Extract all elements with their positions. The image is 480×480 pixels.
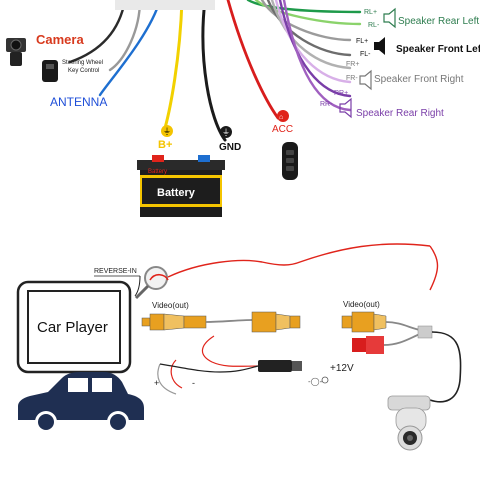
speaker-front-left: FL+ FL- Speaker Front Left bbox=[356, 37, 480, 58]
rca-connector-camera bbox=[341, 311, 387, 333]
power-connector-camera bbox=[352, 336, 384, 354]
ground-icon bbox=[220, 126, 232, 138]
car-icon bbox=[18, 372, 144, 433]
svg-text:RL-: RL- bbox=[368, 22, 380, 29]
svg-text:RR-: RR- bbox=[320, 101, 333, 108]
speaker-rear-right: RR+ RR- Speaker Rear Right bbox=[320, 90, 444, 119]
b-plus-label: B+ bbox=[158, 139, 172, 151]
video-out-label-1: Video(out) bbox=[152, 301, 189, 310]
car-key-icon bbox=[282, 142, 298, 180]
steering-control-icon bbox=[42, 60, 58, 82]
minus-label: - bbox=[192, 378, 195, 388]
speaker-front-right: FR+ FR- Speaker Front Right bbox=[346, 61, 464, 91]
plus-12v-label: +12V bbox=[330, 363, 354, 374]
car-player-label: Car Player bbox=[37, 319, 108, 336]
rca-connector-left bbox=[141, 313, 207, 331]
dc-polarity-symbol: -◯- bbox=[308, 377, 323, 386]
rear-camera-icon bbox=[387, 395, 431, 451]
antenna-label: ANTENNA bbox=[50, 95, 107, 109]
svg-text:⏚: ⏚ bbox=[222, 128, 230, 137]
acc-label: ACC bbox=[272, 124, 293, 135]
svg-text:FR+: FR+ bbox=[346, 61, 359, 68]
svg-text:Speaker Front Left: Speaker Front Left bbox=[396, 44, 480, 55]
speaker-rear-left: RL+ RL- Speaker Rear Left bbox=[364, 7, 479, 29]
svg-text:RL+: RL+ bbox=[364, 9, 377, 16]
dc-polarity-icon bbox=[321, 376, 329, 384]
plus-label: + bbox=[154, 378, 159, 388]
car-player-icon bbox=[16, 280, 132, 374]
reverse-in-label: REVERSE-IN bbox=[94, 268, 137, 275]
svg-text:FL+: FL+ bbox=[356, 38, 368, 45]
speaker-icon bbox=[383, 7, 396, 29]
svg-text:RR+: RR+ bbox=[334, 90, 348, 97]
dc-plug bbox=[258, 360, 302, 372]
gnd-label: GND bbox=[219, 142, 241, 153]
battery-small-label: Battery bbox=[148, 169, 167, 175]
battery-icon bbox=[137, 155, 225, 217]
svg-text:Speaker Rear Right: Speaker Rear Right bbox=[356, 108, 444, 119]
video-cable bbox=[205, 319, 253, 323]
svg-text:⌂: ⌂ bbox=[279, 114, 283, 121]
steering-label-2: Key Control bbox=[68, 68, 99, 74]
magnifier-icon bbox=[134, 266, 169, 300]
cable-splitter bbox=[417, 325, 433, 339]
harness-wires bbox=[68, 0, 362, 142]
power-icon bbox=[161, 125, 173, 137]
speaker-icon bbox=[359, 69, 372, 91]
battery-label: Battery bbox=[157, 187, 196, 199]
camera-icon bbox=[6, 38, 26, 66]
rca-connector-right bbox=[251, 311, 301, 333]
power-wire-red bbox=[201, 335, 261, 367]
svg-text:FR-: FR- bbox=[346, 75, 358, 82]
reverse-wire bbox=[167, 243, 431, 278]
svg-text:⏚: ⏚ bbox=[163, 127, 171, 136]
reverse-pointer bbox=[134, 275, 141, 297]
camera-cable bbox=[429, 331, 462, 403]
svg-text:Speaker Rear Left: Speaker Rear Left bbox=[398, 16, 479, 27]
connector-block bbox=[115, 0, 215, 10]
video-out-label-2: Video(out) bbox=[343, 300, 380, 309]
svg-text:Speaker Front Right: Speaker Front Right bbox=[374, 74, 464, 85]
steering-label-1: Steering Wheel bbox=[62, 60, 103, 66]
svg-text:FL-: FL- bbox=[360, 51, 371, 58]
speaker-icon bbox=[339, 97, 352, 119]
speaker-icon bbox=[374, 37, 385, 55]
camera-label: Camera bbox=[36, 32, 84, 47]
acc-icon bbox=[277, 110, 289, 122]
